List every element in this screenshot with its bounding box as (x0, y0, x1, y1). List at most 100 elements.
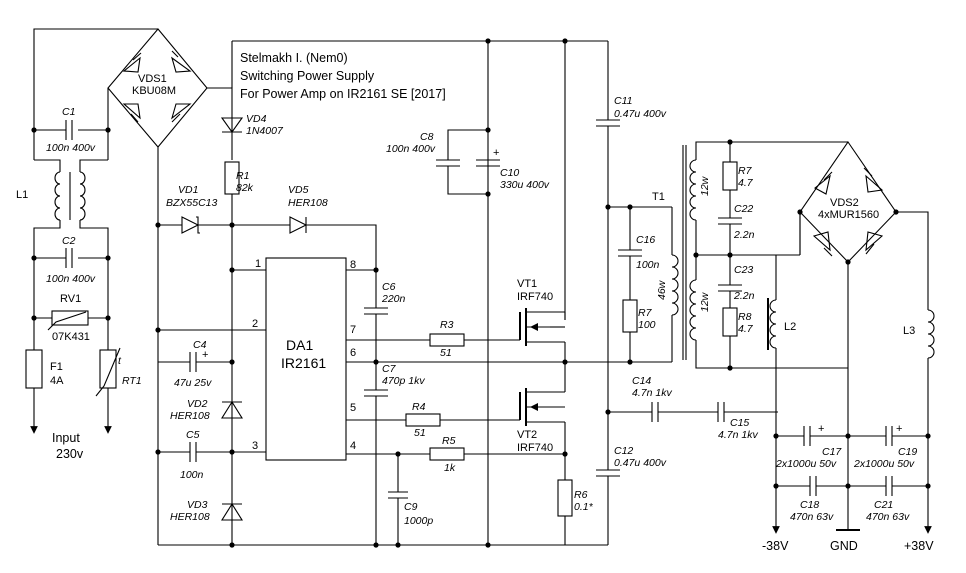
input-label: Input (52, 431, 80, 445)
l3-ref: L3 (903, 325, 915, 337)
c16-value: 100n (636, 259, 660, 271)
r8-ref: R8 (738, 311, 752, 323)
l1-ref: L1 (16, 189, 28, 201)
t1-primary-turns: 46w (656, 279, 668, 300)
gate-drive (364, 270, 565, 545)
c8-value: 100n 400v (386, 143, 436, 155)
diode-symbol (122, 50, 192, 123)
c2-value: 100n 400v (46, 273, 96, 285)
c1-ref: C1 (62, 106, 75, 118)
c19-ref: C19 (898, 446, 917, 458)
vd2-part: HER108 (170, 410, 210, 422)
vd5-part: HER108 (288, 197, 328, 209)
c4-plus: + (202, 349, 208, 361)
output-labels: L2 L3 C17 2x1000u 50v C19 2x1000u 50v C1… (762, 321, 934, 553)
rv1-ref: RV1 (60, 293, 81, 305)
c22-ref: C22 (734, 203, 753, 215)
hv-labels: C8 100n 400v C10 330u 400v VT1 IRF740 VT… (386, 131, 594, 513)
c16-ref: C16 (636, 234, 655, 246)
half-bridge-caps (596, 41, 848, 545)
pin-2: 2 (252, 318, 258, 330)
t1-ref: T1 (652, 191, 665, 203)
rt1-ref: RT1 (122, 375, 142, 387)
left-labels: C1 100n 400v L1 C2 100n 400v RV1 07K431 … (16, 106, 142, 461)
vd5-ref: VD5 (288, 184, 309, 196)
c5-value: 100n (180, 469, 204, 481)
ic-part: IR2161 (281, 355, 326, 371)
r5-value: 1k (444, 462, 456, 474)
r1-ref: R1 (236, 170, 249, 182)
pin-3: 3 (252, 440, 258, 452)
supply-caps: + (158, 349, 608, 546)
vd4-ref: VD4 (246, 113, 267, 125)
wires-left (25, 28, 233, 545)
c8-ref: C8 (420, 131, 434, 143)
c7-value: 470p 1kv (382, 375, 425, 387)
title-line1: Switching Power Supply (240, 69, 375, 83)
output-filter: + + (767, 290, 935, 534)
c22-value: 2.2n (733, 229, 755, 241)
vd4-part: 1N4007 (246, 125, 284, 137)
rt1-mark: t (118, 355, 122, 367)
c17-ref: C17 (822, 446, 842, 458)
r8-value: 4.7 (738, 323, 754, 335)
r6-value: 0.1* (574, 501, 594, 513)
c17-plus: + (818, 423, 824, 435)
terminal-neg: -38V (762, 539, 789, 553)
r3-value: 51 (440, 347, 452, 359)
t1-sec1-turns: 12w (699, 175, 711, 196)
input-voltage: 230v (56, 447, 84, 461)
r4-value: 51 (414, 427, 426, 439)
c17-value: 2x1000u 50v (775, 458, 837, 470)
c23-ref: C23 (734, 264, 753, 276)
title-block: Stelmakh I. (Nem0) Switching Power Suppl… (240, 51, 446, 101)
pin-5: 5 (350, 402, 356, 414)
f1-ref: F1 (50, 361, 63, 373)
startup-network (158, 117, 377, 545)
c21-value: 470n 63v (866, 511, 910, 523)
snubber-labels: R7 4.7 C22 2.2n C23 2.2n R8 4.7 (733, 165, 755, 335)
c18-value: 470n 63v (790, 511, 834, 523)
pin-7: 7 (350, 324, 356, 336)
vt2-part: IRF740 (517, 442, 553, 454)
c11-value: 0.47u 400v (614, 108, 667, 120)
c10-ref: C10 (500, 167, 519, 179)
pin-1: 1 (255, 258, 261, 270)
supply-labels: C4 47u 25v VD2 HER108 C5 100n VD3 HER108 (170, 339, 212, 523)
vd3-part: HER108 (170, 511, 210, 523)
r1-value: 82k (236, 182, 254, 194)
vt1-part: IRF740 (517, 291, 553, 303)
vd1-ref: VD1 (178, 184, 198, 196)
c5-ref: C5 (186, 429, 200, 441)
c1-value: 100n 400v (46, 142, 96, 154)
hv-section: + (231, 40, 608, 545)
c21-ref: C21 (874, 499, 893, 511)
c2-ref: C2 (62, 235, 76, 247)
vds2-ref: VDS2 (830, 197, 859, 209)
f1-value: 4A (50, 375, 64, 387)
c14-ref: C14 (632, 375, 651, 387)
c14-value: 4.7n 1kv (632, 387, 672, 399)
gate-labels: C6 220n C7 470p 1kv R3 51 R4 51 R5 1k C9… (381, 281, 456, 527)
c9-value: 1000p (404, 515, 433, 527)
terminal-pos: +38V (904, 539, 934, 553)
c9-ref: C9 (404, 501, 418, 513)
pin-6: 6 (350, 347, 356, 359)
r6-ref: R6 (574, 489, 588, 501)
title-author: Stelmakh I. (Nem0) (240, 51, 348, 65)
vd2-ref: VD2 (187, 398, 208, 410)
title-line2: For Power Amp on IR2161 SE [2017] (240, 87, 446, 101)
c19-value: 2x1000u 50v (853, 458, 915, 470)
c6-ref: C6 (382, 281, 396, 293)
c19-plus: + (896, 423, 902, 435)
c7-ref: C7 (382, 363, 397, 375)
c12-value: 0.47u 400v (614, 457, 667, 469)
vds2-part: 4xMUR1560 (818, 209, 879, 221)
ic-ref: DA1 (286, 337, 313, 353)
bridge-vds2: VDS2 4xMUR1560 (775, 141, 929, 368)
snubbers (718, 142, 742, 368)
vds1-ref: VDS1 (138, 73, 167, 85)
r5-ref: R5 (442, 435, 456, 447)
c10-value: 330u 400v (500, 179, 550, 191)
